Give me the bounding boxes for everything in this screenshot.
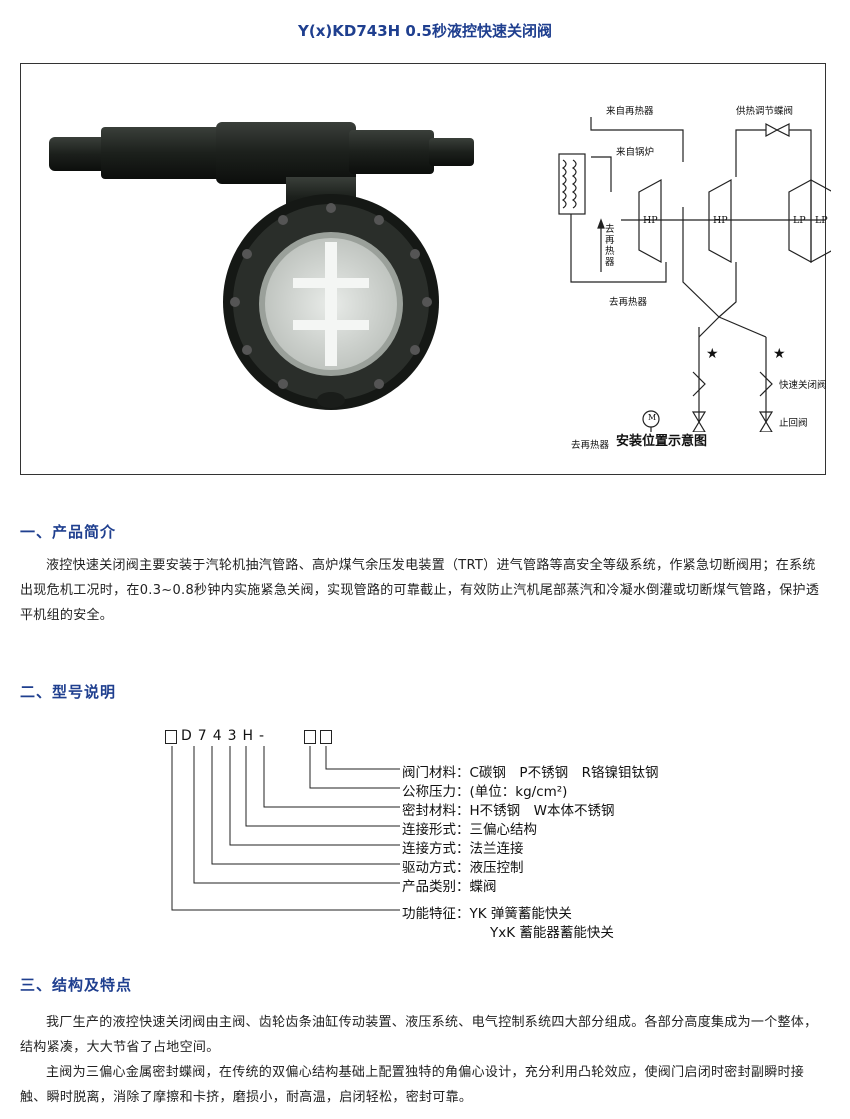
star-icon: ★ [706,346,719,362]
section-heading-intro: 一、产品简介 [20,523,117,541]
label-from-boiler: 来自锅炉 [616,147,655,158]
product-figure-frame: 来自再热器 来自锅炉 去再热器 去再热器 去再热器 供热调节蝶阀 快速关闭阀 止… [20,63,831,475]
valve-illustration [49,122,474,410]
spec-line: 产品类别：蝶阀 [402,879,497,895]
installation-schematic [558,117,831,432]
label-hp2: HP [713,215,728,226]
section-heading-structure: 三、结构及特点 [20,976,133,994]
label-lp2: LP [815,215,828,226]
spec-line: 功能特征：YK 弹簧蓄能快关 [402,906,572,922]
spec-line: 阀门材料：C碳钢 P不锈钢 R铬镍钼钛钢 [402,765,659,781]
label-motor: M [648,413,657,422]
spec-line: 连接形式：三偏心结构 [402,822,537,838]
figure-caption: 安装位置示意图 [616,434,708,449]
model-leader-lines [171,746,400,911]
label-hp1: HP [643,215,658,226]
spec-line: 公称压力：(单位：kg/cm²) [402,784,568,800]
model-code: D743H- [181,728,271,744]
schematic-labels: 来自再热器 来自锅炉 去再热器 去再热器 去再热器 供热调节蝶阀 快速关闭阀 止… [521,72,831,451]
intro-paragraph: 液控快速关闭阀主要安装于汽轮机抽汽管路、高炉煤气余压发电装置（TRT）进气管路等… [20,558,820,623]
label-to-reheater-vertical: 去再热器 [605,224,615,268]
label-from-reheater: 来自再热器 [606,106,654,117]
section-intro-text: 液控快速关闭阀主要安装于汽轮机抽汽管路、高炉煤气余压发电装置（TRT）进气管路等… [20,553,826,628]
page-title: Y(x)KD743H 0.5秒液控快速关闭阀 [298,22,552,40]
label-quick-close-valve: 快速关闭阀 [779,380,827,391]
spec-line: 驱动方式：液压控制 [402,860,524,876]
spec-line: 密封材料：H不锈钢 W本体不锈钢 [402,803,615,819]
structure-paragraph: 我厂生产的液控快速关闭阀由主阀、齿轮齿条油缸传动装置、液压系统、电气控制系统四大… [20,1015,818,1055]
star-icon: ★ [773,346,786,362]
section-structure-text: 我厂生产的液控快速关闭阀由主阀、齿轮齿条油缸传动装置、液压系统、电气控制系统四大… [20,1010,826,1110]
label-regulating-butterfly: 供热调节蝶阀 [736,106,794,117]
structure-paragraph: 主阀为三偏心金属密封蝶阀，在传统的双偏心结构基础上配置独特的角偏心设计，充分利用… [20,1065,805,1105]
section-heading-model: 二、型号说明 [20,683,117,701]
label-to-reheater-bottom: 去再热器 [609,297,648,308]
model-box [304,730,316,744]
label-check-valve: 止回阀 [779,418,808,429]
model-box [320,730,332,744]
model-box [165,730,177,744]
label-lp1: LP [793,215,806,226]
label-to-reheater-outlet: 去再热器 [571,440,610,451]
spec-line: 连接方式：法兰连接 [402,841,524,857]
spec-line: YxK 蓄能器蓄能快关 [490,925,614,941]
